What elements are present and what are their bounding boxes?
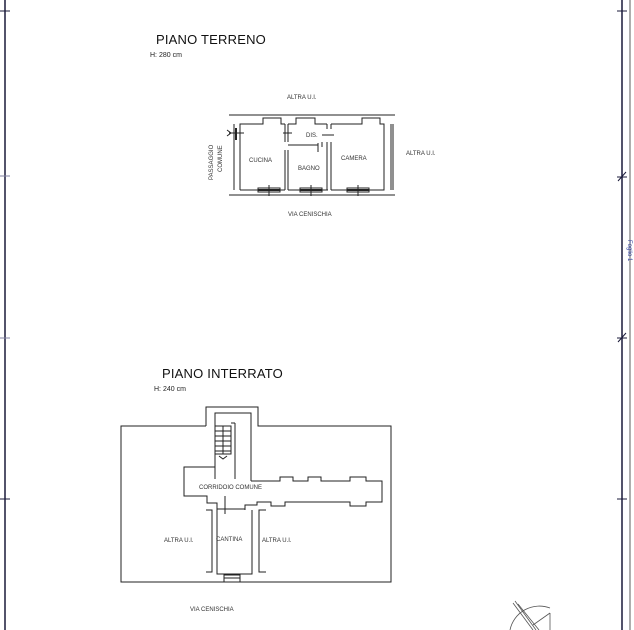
room-bathroom: BAGNO xyxy=(298,166,320,172)
label-top-neighbor: ALTRA U.I. xyxy=(287,95,317,101)
label-passage-line1: PASSAGGIO xyxy=(209,144,215,180)
label-street-ground: VIA CENISCHIA xyxy=(288,212,332,218)
room-common-corridor: CORRIDOIO COMUNE xyxy=(199,485,262,491)
room-bedroom: CAMERA xyxy=(341,156,367,162)
basement-height: H: 240 cm xyxy=(154,386,186,393)
ground-floor-height: H: 280 cm xyxy=(150,52,182,59)
label-right-neighbor: ALTRA U.I. xyxy=(406,151,436,157)
sheet-label: Foglio 1 xyxy=(626,240,632,262)
basement-title: PIANO INTERRATO xyxy=(162,366,283,381)
label-right-neighbor-basement: ALTRA U.I. xyxy=(262,538,292,544)
room-hall: DIS. xyxy=(306,133,318,139)
room-kitchen: CUCINA xyxy=(249,158,273,164)
ground-floor-title: PIANO TERRENO xyxy=(156,32,266,47)
room-cellar: CANTINA xyxy=(216,537,243,543)
label-street-basement: VIA CENISCHIA xyxy=(190,607,234,613)
label-left-neighbor: ALTRA U.I. xyxy=(164,538,194,544)
label-passage-line2: COMUNE xyxy=(218,145,224,172)
